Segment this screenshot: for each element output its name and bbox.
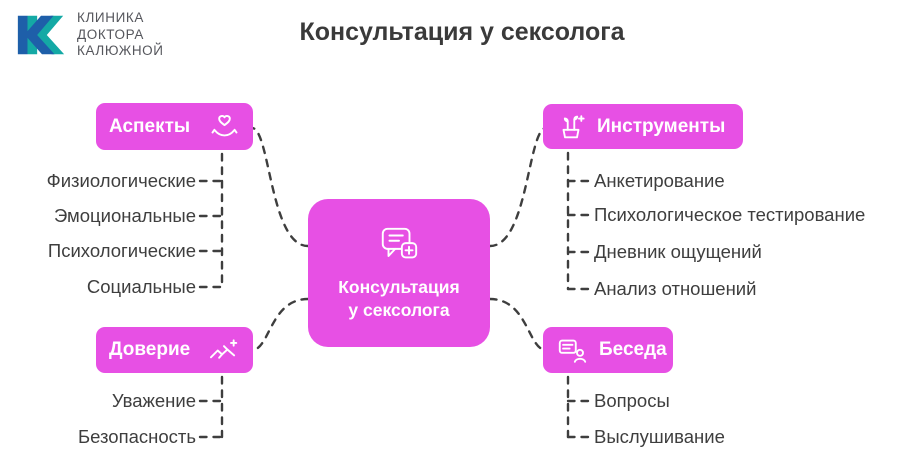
branch-node-talk: Беседа	[543, 327, 673, 373]
central-topic: Консультация у сексолога	[308, 199, 490, 347]
leaf-item: Физиологические	[46, 170, 196, 191]
logo-text-line: КАЛЮЖНОЙ	[77, 43, 164, 59]
branch-node-aspects: Аспекты	[96, 103, 253, 150]
leaf-item: Психологическое тестирование	[594, 204, 866, 225]
clinic-logo: КЛИНИКА ДОКТОРА КАЛЮЖНОЙ	[14, 8, 164, 62]
leaf-item: Анализ отношений	[594, 278, 757, 299]
central-topic-line: Консультация	[338, 276, 460, 297]
branch-node-trust: Доверие	[96, 327, 253, 373]
central-topic-line: у сексолога	[348, 299, 450, 320]
leaf-item: Психологические	[47, 240, 196, 261]
clinic-logo-icon	[17, 15, 65, 55]
branch-node-tools: Инструменты	[543, 104, 743, 149]
central-topic-label: Консультация у сексолога	[338, 276, 460, 322]
branch-label: Инструменты	[597, 115, 726, 137]
hands-heart-icon	[209, 111, 240, 142]
garden-tools-icon	[556, 112, 586, 142]
leaf-item: Безопасность	[77, 426, 196, 447]
leaf-item: Анкетирование	[594, 170, 725, 191]
branch-label: Беседа	[599, 339, 667, 360]
leaf-item: Эмоциональные	[53, 205, 196, 226]
branch-label: Аспекты	[109, 115, 191, 137]
chat-medical-icon	[375, 225, 423, 267]
leaf-item: Вопросы	[594, 390, 670, 411]
page-title: Консультация у сексолога	[299, 18, 625, 46]
person-checklist-icon	[556, 336, 588, 365]
leaf-item: Выслушивание	[594, 426, 725, 447]
clinic-logo-text: КЛИНИКА ДОКТОРА КАЛЮЖНОЙ	[77, 10, 164, 60]
leaf-item: Дневник ощущений	[594, 241, 762, 262]
logo-text-line: КЛИНИКА	[77, 10, 144, 26]
handshake-icon	[207, 336, 240, 365]
leaf-item: Социальные	[86, 276, 196, 297]
branch-label: Доверие	[109, 339, 191, 360]
leaf-item: Уважение	[111, 390, 196, 411]
logo-text-line: ДОКТОРА	[77, 26, 144, 42]
